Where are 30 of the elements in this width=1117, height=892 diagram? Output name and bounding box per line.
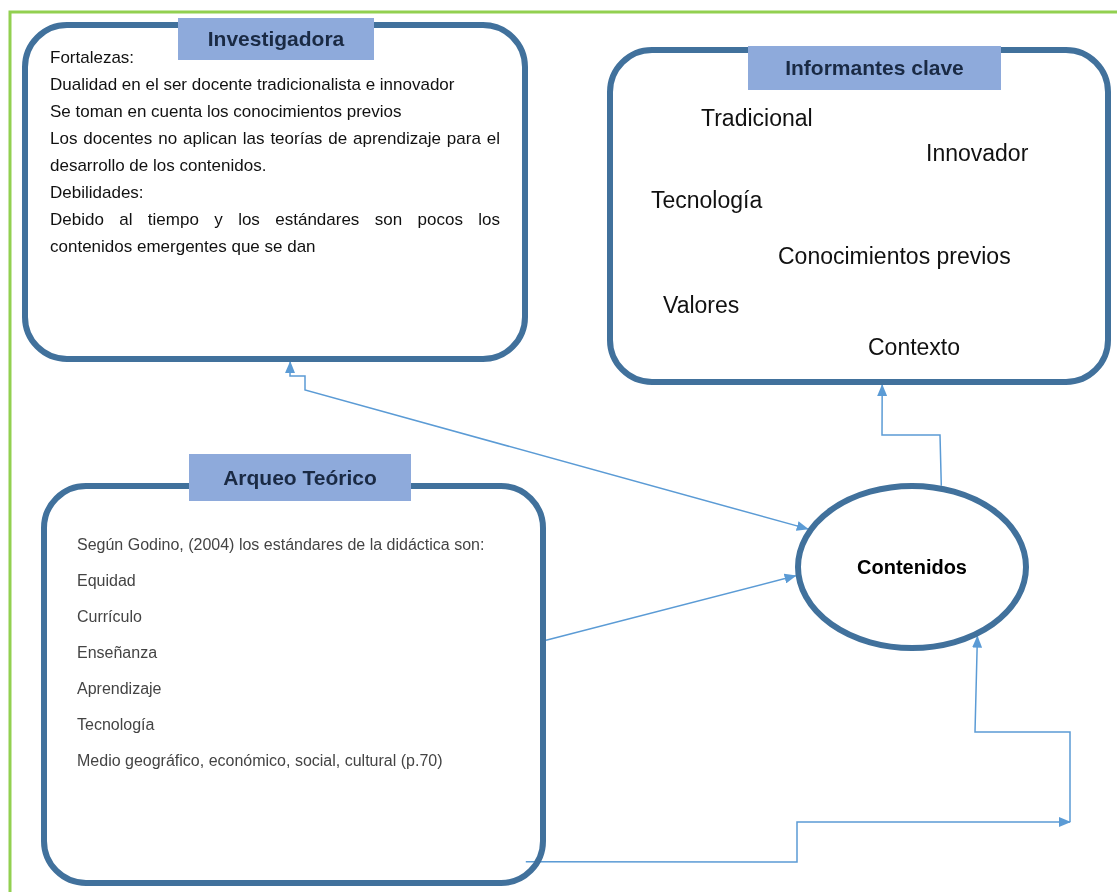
body-text: Tecnología: [77, 715, 156, 735]
body-text: Debido al tiempo y los estándares son pocos los contenidos emergentes que se dan: [50, 209, 500, 258]
keyword-text: Conocimientos previos: [778, 243, 1011, 270]
body-text: Según Godino, (2004) los estándares de la didáctica son:: [77, 535, 486, 555]
body-text: Fortalezas:: [50, 47, 136, 69]
arrow: [877, 384, 943, 487]
arrow: [525, 817, 1071, 863]
body-text: Aprendizaje: [77, 679, 163, 699]
body-text: Debilidades:: [50, 182, 145, 204]
arrow: [545, 573, 797, 641]
body-text: Medio geográfico, económico, social, cultural (p.70): [77, 751, 444, 771]
body-text: Dualidad en el ser docente tradicionalista e innovador: [50, 74, 456, 96]
node-label: Contenidos: [856, 555, 968, 579]
arrow: [285, 361, 809, 531]
heading-tab: Informantes clave: [748, 46, 1001, 90]
ellipse-node: [795, 483, 1029, 651]
keyword-text: Innovador: [926, 140, 1029, 167]
body-text: Enseñanza: [77, 643, 159, 663]
keyword-text: Tradicional: [701, 105, 813, 132]
body-text: Equidad: [77, 571, 137, 591]
arrow: [972, 635, 1071, 823]
body-text: Los docentes no aplican las teorías de aprendizaje para el desarrollo de los contenidos.: [50, 128, 500, 177]
body-text: Currículo: [77, 607, 143, 627]
body-text: Se toman en cuenta los conocimientos previos: [50, 101, 403, 123]
keyword-text: Tecnología: [651, 187, 763, 214]
heading-tab: Investigadora: [178, 18, 374, 60]
keyword-text: Valores: [663, 292, 740, 319]
rounded-box: [607, 47, 1111, 385]
heading-tab: Arqueo Teórico: [189, 454, 411, 501]
keyword-text: Contexto: [868, 334, 961, 361]
